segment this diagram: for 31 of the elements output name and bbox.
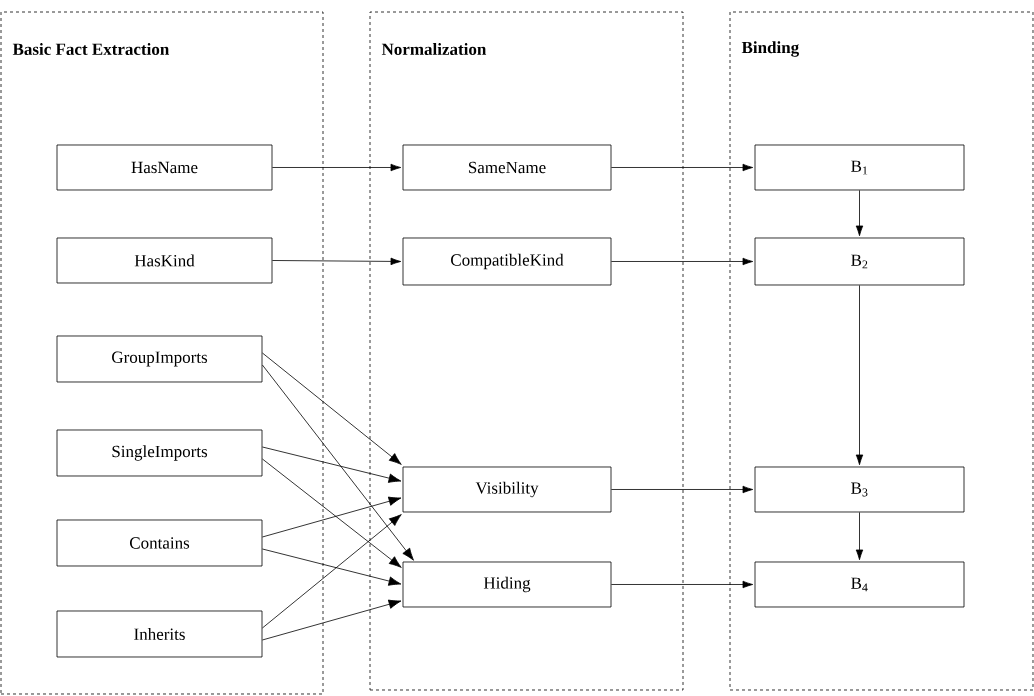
- process-box: SameName: [402, 144, 612, 191]
- arrow: [262, 496, 402, 538]
- process-box: B$_{3}$: [754, 466, 965, 513]
- arrow: [272, 257, 402, 266]
- process-box: Visibility: [402, 466, 612, 513]
- process-box: Inherits: [56, 610, 263, 658]
- process-box: GroupImports: [56, 335, 263, 383]
- arrow: [272, 163, 402, 172]
- arrow: [262, 364, 414, 561]
- arrow: [855, 285, 864, 466]
- arrow: [611, 257, 754, 266]
- arrow: [611, 163, 754, 172]
- arrow: [262, 548, 402, 586]
- arrow: [262, 446, 402, 483]
- arrow: [611, 580, 754, 589]
- process-box: SingleImports: [56, 429, 263, 477]
- process-box: B$_{2}$: [754, 237, 965, 286]
- process-box: B$_{1}$: [754, 144, 965, 191]
- process-box: HasName: [56, 144, 273, 191]
- process-box: B$_{4}$: [754, 561, 965, 608]
- process-box: Hiding: [402, 561, 612, 608]
- arrow: [855, 512, 864, 561]
- arrow: [262, 458, 402, 568]
- arrow: [855, 190, 864, 237]
- arrow: [262, 599, 402, 641]
- process-box: Contains: [56, 519, 263, 567]
- arrow: [262, 514, 402, 629]
- process-box: HasKind: [56, 237, 273, 284]
- process-box: CompatibleKind: [402, 237, 612, 286]
- arrow: [611, 485, 754, 494]
- arrow: [262, 352, 402, 465]
